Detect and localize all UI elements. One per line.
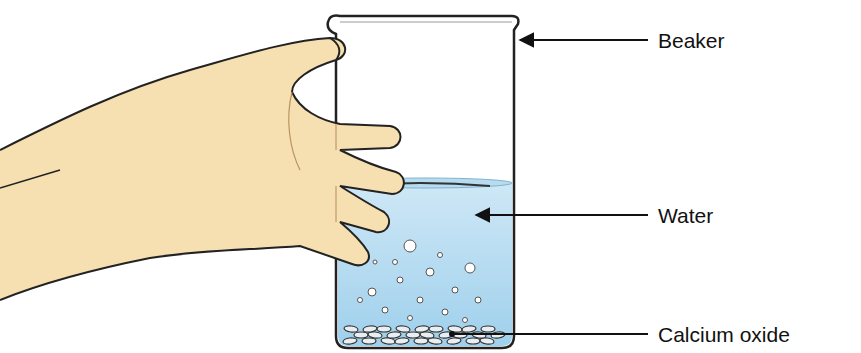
calcium-oxide-label: Calcium oxide (656, 324, 792, 345)
bubbles (358, 240, 482, 323)
water-label: Water (656, 205, 715, 226)
beaker-label: Beaker (656, 30, 727, 51)
leader-lines (452, 40, 648, 334)
hand (0, 38, 404, 300)
